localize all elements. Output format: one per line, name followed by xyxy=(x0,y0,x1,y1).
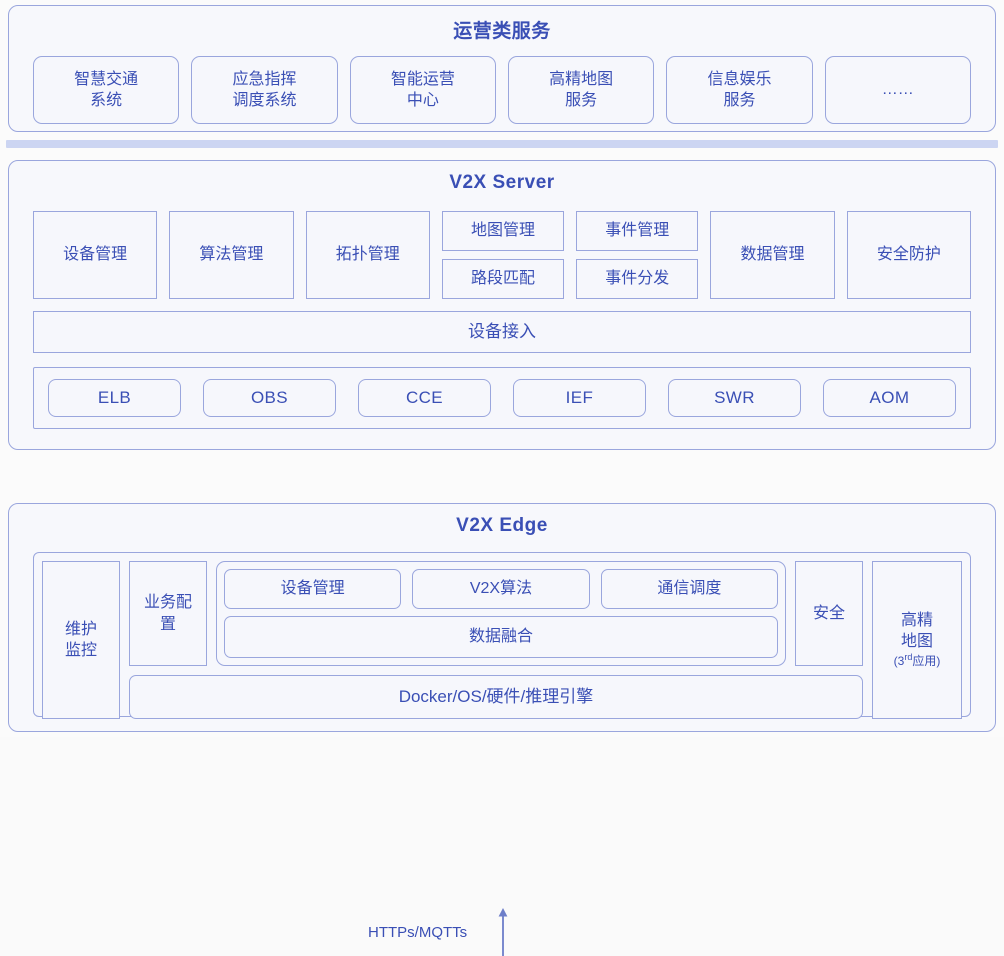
server-module-device-management[interactable]: 设备管理 xyxy=(33,211,158,299)
cloud-service-elb[interactable]: ELB xyxy=(48,379,181,417)
server-module-road-matching[interactable]: 路段匹配 xyxy=(441,259,565,299)
ops-item-smart-traffic[interactable]: 智慧交通 系统 xyxy=(33,56,180,124)
edge-v2x-algorithm[interactable]: V2X算法 xyxy=(412,569,590,609)
server-module-event-management[interactable]: 事件管理 xyxy=(576,211,699,251)
architecture-diagram: 运营类服务 智慧交通 系统 应急指挥 调度系统 智能运营 中心 高精地图 服务 … xyxy=(0,5,1004,956)
v2x-edge-title: V2X Edge xyxy=(456,515,548,536)
edge-business-config[interactable]: 业务配 置 xyxy=(129,561,207,666)
edge-data-fusion[interactable]: 数据融合 xyxy=(224,616,778,658)
server-module-topology-management[interactable]: 拓扑管理 xyxy=(305,211,430,299)
ops-item-more[interactable]: …… xyxy=(824,56,971,124)
cloud-service-obs[interactable]: OBS xyxy=(203,379,336,417)
server-device-access-bar[interactable]: 设备接入 xyxy=(33,311,971,353)
server-cloud-services-container: ELB OBS CCE IEF SWR AOM xyxy=(33,367,971,429)
edge-security[interactable]: 安全 xyxy=(795,561,863,666)
operation-services-row: 智慧交通 系统 应急指挥 调度系统 智能运营 中心 高精地图 服务 信息娱乐 服… xyxy=(33,56,971,124)
v2x-edge-grid: 维护 监控 业务配 置 设备管理 V2X算法 通信调度 数据融合 xyxy=(42,561,962,719)
edge-hdmap-column: 高精 地图 (3rd应用) xyxy=(872,561,962,719)
server-module-data-management[interactable]: 数据管理 xyxy=(710,211,835,299)
server-module-map-management[interactable]: 地图管理 xyxy=(441,211,565,251)
edge-middle-column: 业务配 置 设备管理 V2X算法 通信调度 数据融合 安全 Docker/OS/… xyxy=(129,561,863,719)
server-module-map-group: 地图管理 路段匹配 xyxy=(441,211,565,299)
edge-core-services-group: 设备管理 V2X算法 通信调度 数据融合 xyxy=(216,561,786,666)
ops-item-hd-map-service[interactable]: 高精地图 服务 xyxy=(507,56,655,124)
server-module-event-group: 事件管理 事件分发 xyxy=(576,211,699,299)
ops-item-emergency-dispatch[interactable]: 应急指挥 调度系统 xyxy=(191,56,338,124)
arrow-up-icon xyxy=(498,908,508,956)
cloud-service-ief[interactable]: IEF xyxy=(513,379,646,417)
server-module-event-distribution[interactable]: 事件分发 xyxy=(576,259,699,299)
ops-item-infotainment-service[interactable]: 信息娱乐 服务 xyxy=(666,56,813,124)
v2x-edge-panel: V2X Edge 维护 监控 业务配 置 设备管理 V2X算法 通信调度 xyxy=(8,503,996,732)
v2x-server-modules-row: 设备管理 算法管理 拓扑管理 地图管理 路段匹配 事件管理 事件分发 数据管理 … xyxy=(33,211,971,299)
edge-platform-layer[interactable]: Docker/OS/硬件/推理引擎 xyxy=(129,675,863,719)
edge-device-management[interactable]: 设备管理 xyxy=(224,569,402,609)
section-divider xyxy=(6,140,998,148)
edge-maintenance-column: 维护 监控 xyxy=(42,561,120,719)
cloud-service-aom[interactable]: AOM xyxy=(823,379,956,417)
v2x-server-title: V2X Server xyxy=(449,172,555,193)
operation-services-panel: 运营类服务 智慧交通 系统 应急指挥 调度系统 智能运营 中心 高精地图 服务 … xyxy=(8,5,996,132)
edge-hd-map-note: (3rd应用) xyxy=(893,652,941,669)
connector-protocol-label: HTTPs/MQTTs xyxy=(368,924,468,941)
edge-middle-top-row: 业务配 置 设备管理 V2X算法 通信调度 数据融合 安全 xyxy=(129,561,863,666)
edge-hd-map[interactable]: 高精 地图 (3rd应用) xyxy=(872,561,962,719)
edge-core-services-row: 设备管理 V2X算法 通信调度 xyxy=(224,569,778,609)
edge-maintenance-monitoring[interactable]: 维护 监控 xyxy=(42,561,120,719)
operation-services-title: 运营类服务 xyxy=(453,21,551,42)
server-module-security-protection[interactable]: 安全防护 xyxy=(846,211,971,299)
ops-item-intelligent-operation-center[interactable]: 智能运营 中心 xyxy=(349,56,496,124)
edge-hd-map-label: 高精 地图 xyxy=(900,612,933,651)
cloud-service-swr[interactable]: SWR xyxy=(668,379,801,417)
edge-communication-scheduling[interactable]: 通信调度 xyxy=(600,569,778,609)
v2x-edge-inner-container: 维护 监控 业务配 置 设备管理 V2X算法 通信调度 数据融合 xyxy=(33,552,971,719)
server-edge-connector: HTTPs/MQTTs xyxy=(0,452,1004,956)
cloud-service-cce[interactable]: CCE xyxy=(358,379,491,417)
server-module-algorithm-management[interactable]: 算法管理 xyxy=(169,211,294,299)
v2x-server-panel: V2X Server 设备管理 算法管理 拓扑管理 地图管理 路段匹配 事件管理… xyxy=(8,160,996,450)
